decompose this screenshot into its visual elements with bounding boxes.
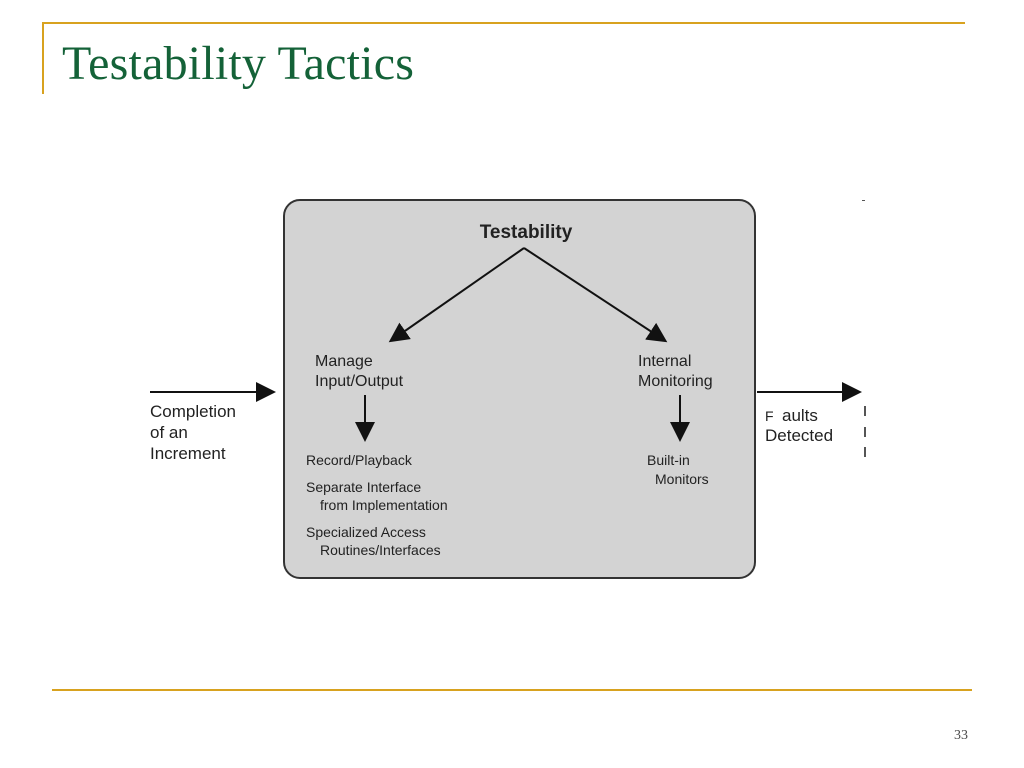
testability-box — [283, 199, 756, 579]
left-branch-title-line-1: Manage — [315, 353, 373, 370]
slide-title: Testability Tactics — [62, 37, 415, 90]
output-label-line-2: Detected — [765, 426, 833, 445]
cropped-edge-mark — [862, 200, 865, 201]
cropped-edge-mark — [864, 427, 866, 437]
input-label: Completion of an Increment — [150, 402, 241, 463]
left-branch-title: Manage Input/Output — [315, 353, 404, 390]
output-label-prefix: F — [765, 408, 774, 424]
left-branch-title-line-2: Input/Output — [315, 373, 404, 390]
right-branch-title: Internal Monitoring — [638, 353, 713, 390]
diagram-heading: Testability — [480, 222, 573, 243]
tactic-separate-interface: Separate Interface from Implementation — [306, 479, 448, 513]
page-number: 33 — [954, 728, 968, 743]
cropped-edge-mark — [864, 447, 866, 457]
input-label-line-1: Completion — [150, 402, 236, 421]
frame-top-rule — [42, 22, 965, 24]
frame-bottom-rule — [52, 689, 972, 691]
tactic-record-playback: Record/Playback — [306, 452, 413, 468]
output-label-line-1: aults — [782, 406, 818, 425]
cropped-edge-mark — [864, 406, 866, 416]
right-branch-title-line-2: Monitoring — [638, 373, 713, 390]
output-label: F aults Detected — [765, 406, 833, 445]
frame-left-rule — [42, 22, 44, 94]
input-label-line-2: of an — [150, 423, 188, 442]
arrow-to-manage-io — [388, 247, 525, 343]
arrow-to-internal-monitoring — [523, 247, 668, 343]
right-branch-title-line-1: Internal — [638, 353, 691, 370]
tactic-built-in-monitors: Built-in Monitors — [647, 452, 709, 487]
input-label-line-3: Increment — [150, 444, 226, 463]
tactic-specialized-access: Specialized Access Routines/Interfaces — [306, 524, 441, 558]
